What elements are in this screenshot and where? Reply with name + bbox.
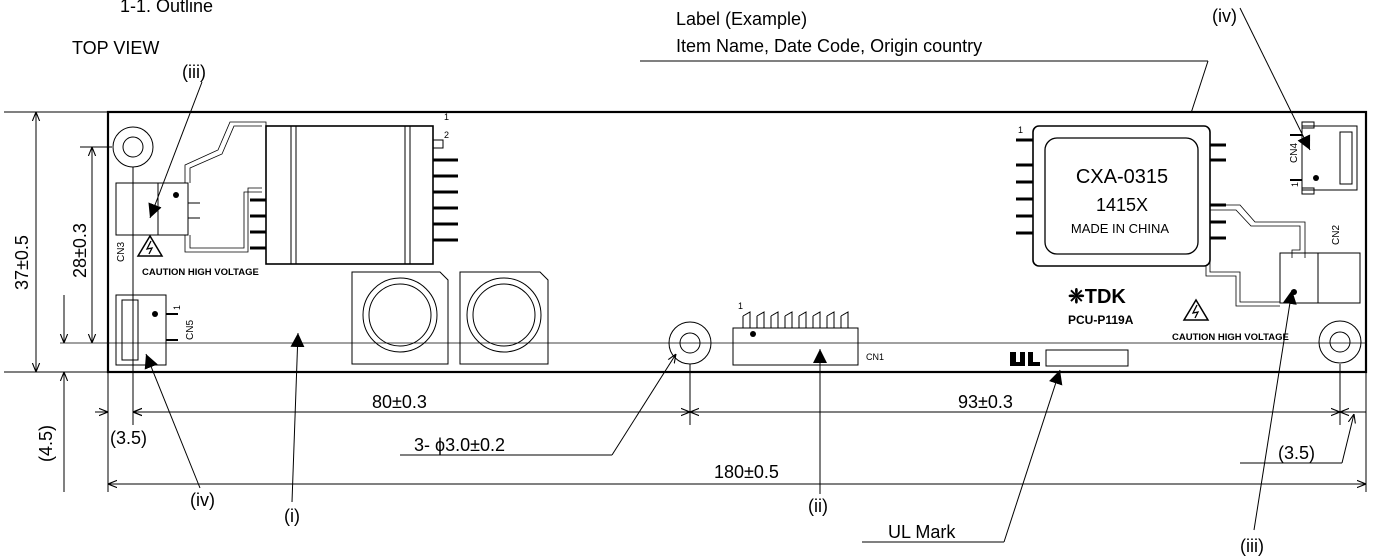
trace-right xyxy=(1210,204,1306,258)
cn4-label: CN4 xyxy=(1289,143,1300,163)
dim-offset-right-leader xyxy=(1341,414,1354,464)
mounting-hole-bottom-right xyxy=(1318,320,1362,364)
connector-cn1 xyxy=(732,311,859,366)
cn1-pin1: 1 xyxy=(738,301,743,311)
caution-icon-right xyxy=(1182,298,1210,321)
ul-mark-leader xyxy=(1003,369,1063,543)
module-model: CXA-0315 xyxy=(1076,166,1168,188)
cn4-pin1: 1 xyxy=(1290,182,1300,187)
ul-mark-label: UL Mark xyxy=(888,522,956,542)
ul-mark-icon xyxy=(1010,352,1040,366)
caution-text-left: CAUTION HIGH VOLTAGE xyxy=(142,267,259,278)
ref-iii-right: (iii) xyxy=(1240,536,1264,556)
transformer-left xyxy=(250,125,458,265)
section-title: 1-1. Outline xyxy=(120,0,213,16)
view-label: TOP VIEW xyxy=(72,38,159,58)
brand-logo: ❈TDK xyxy=(1068,286,1126,308)
cn2-label: CN2 xyxy=(1331,225,1342,245)
cn3-label: CN3 xyxy=(116,242,127,262)
cn1-label: CN1 xyxy=(866,352,884,362)
module-date-code: 1415X xyxy=(1096,195,1148,215)
transformer-right-pin1: 1 xyxy=(1018,125,1023,135)
ref-iv-right-leader xyxy=(1239,7,1311,151)
pcb-part-number: PCU-P119A xyxy=(1068,313,1134,327)
caution-text-right: CAUTION HIGH VOLTAGE xyxy=(1172,332,1289,343)
label-callout-line1: Label (Example) xyxy=(676,9,807,29)
ul-mark-label-area xyxy=(1045,349,1129,367)
ref-i-leader xyxy=(290,332,305,503)
transformer-left-pin2: 2 xyxy=(444,130,449,140)
trace-left xyxy=(184,121,267,183)
cn5-pin1: 1 xyxy=(172,305,182,310)
label-callout-line2: Item Name, Date Code, Origin country xyxy=(676,36,982,56)
ref-iii-right-leader xyxy=(1253,289,1297,531)
transformer-right xyxy=(1016,125,1226,267)
caution-icon-left xyxy=(136,234,164,257)
dim-height-holes-label: 28±0.3 xyxy=(70,223,90,278)
ref-iv-left-leader xyxy=(144,353,201,489)
ref-iv-left: (iv) xyxy=(190,490,215,510)
ref-ii: (ii) xyxy=(808,496,828,516)
ref-iv-right: (iv) xyxy=(1212,6,1237,26)
cn5-label: CN5 xyxy=(185,320,196,340)
ref-iii-left-leader xyxy=(148,81,203,219)
module-origin: MADE IN CHINA xyxy=(1071,221,1170,236)
dim-offset-right-label: (3.5) xyxy=(1278,443,1315,463)
dim-height-total-label: 37±0.5 xyxy=(12,235,32,290)
hole-diameter-leader xyxy=(611,354,676,456)
hole-diameter-label: 3- ϕ3.0±0.2 xyxy=(414,435,505,455)
transformer-left-pin1: 1 xyxy=(444,112,449,122)
connector-cn5 xyxy=(115,294,178,366)
dim-offset-left-label: (3.5) xyxy=(110,428,147,448)
inductor-left xyxy=(351,271,449,365)
dim-width-total-label: 180±0.5 xyxy=(714,462,779,482)
dim-spacing-left-label: 80±0.3 xyxy=(372,392,427,412)
dim-offset-y-label: (4.5) xyxy=(36,425,56,462)
ref-iii-left: (iii) xyxy=(182,62,206,82)
inductor-right xyxy=(459,271,549,365)
ref-i: (i) xyxy=(284,506,300,526)
dim-spacing-right-label: 93±0.3 xyxy=(958,392,1013,412)
